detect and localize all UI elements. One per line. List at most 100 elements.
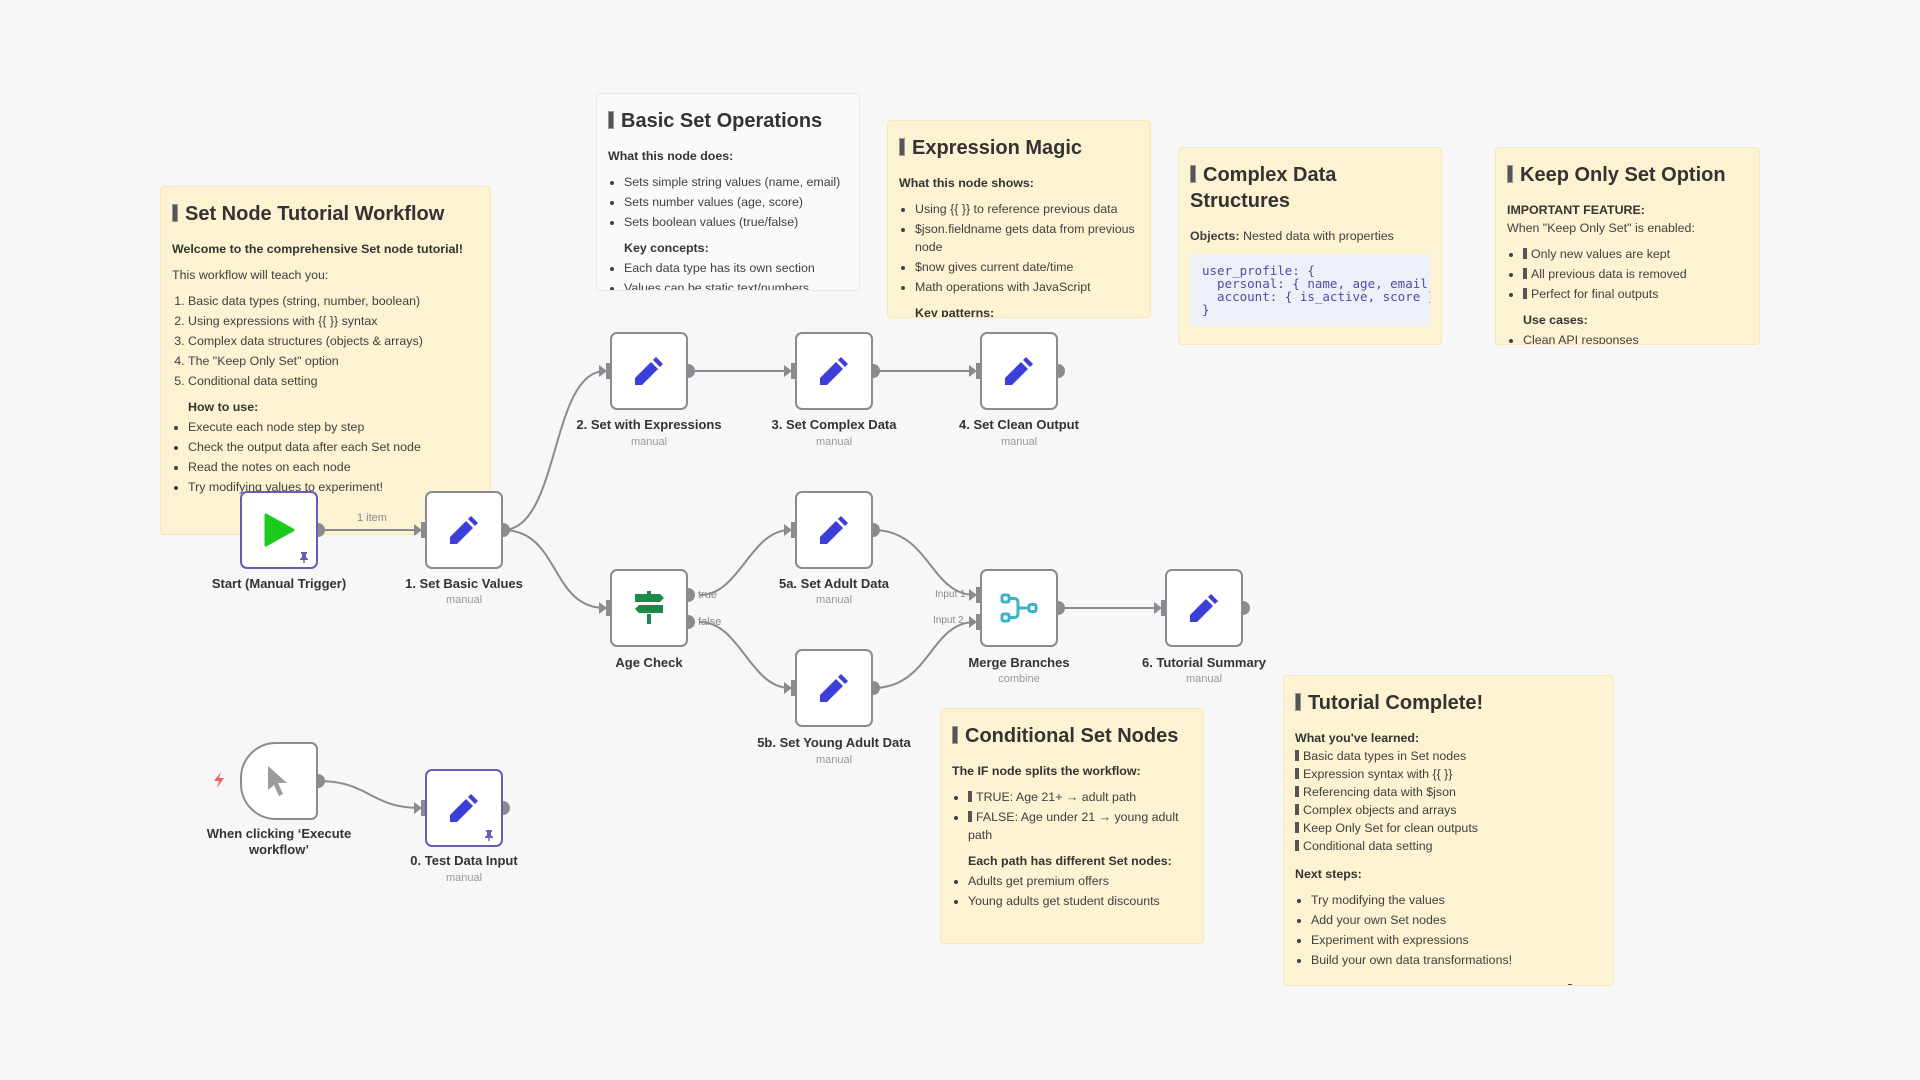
- list-item: Experiment with expressions: [1311, 932, 1602, 950]
- sticky-note-complete[interactable]: Tutorial Complete!What you've learned:Ba…: [1283, 675, 1614, 986]
- list-item: TRUE: Age 21+ → adult path: [968, 789, 1192, 807]
- list-item: Only new values are kept: [1523, 246, 1748, 264]
- node-label: Merge Branches: [968, 655, 1070, 670]
- list-item-text: Adults get premium offers: [968, 873, 1109, 888]
- node-label: When clicking ‘Execute workflow’: [206, 826, 352, 858]
- node-set-adult-data[interactable]: [795, 491, 873, 569]
- node-when-clicking-execute[interactable]: [240, 742, 318, 820]
- sticky-title-text: Tutorial Complete!: [1308, 692, 1484, 714]
- list-item-text: Perfect for final outputs: [1531, 286, 1659, 301]
- list-item: Math operations with JavaScript: [915, 279, 1139, 297]
- sticky-title-text: Set Node Tutorial Workflow: [185, 203, 445, 225]
- merge-input-2-label: Input 2: [933, 615, 964, 626]
- list-item-text: Conditional data setting: [188, 373, 318, 388]
- node-test-data-input[interactable]: [425, 769, 503, 847]
- node-subtitle: manual: [815, 594, 853, 606]
- edge-basic-expr: [502, 370, 606, 531]
- list-item: Perfect for final outputs: [1523, 286, 1748, 304]
- list-item: Keep Only Set for clean outputs: [1295, 820, 1602, 838]
- emoji-glyph-icon: [1295, 785, 1299, 797]
- emoji-glyph-icon: [1295, 839, 1299, 851]
- list-item-text: Young adults get student discounts: [968, 893, 1160, 908]
- list-item: Using expressions with {{ }} syntax: [188, 313, 479, 331]
- list-item: Adults get premium offers: [968, 873, 1192, 891]
- node-set-complex-data[interactable]: [795, 332, 873, 410]
- note-list: Using {{ }} to reference previous data$j…: [915, 201, 1139, 297]
- sticky-title: Expression Magic: [899, 135, 1139, 161]
- play-icon: [264, 513, 295, 547]
- list-item: The "Keep Only Set" option: [188, 353, 479, 371]
- edge-label-true: true: [698, 589, 717, 601]
- list-item: Basic data types (string, number, boolea…: [188, 293, 479, 311]
- note-list: Try modifying the valuesAdd your own Set…: [1311, 892, 1602, 970]
- list-item-text: Conditional data setting: [1303, 838, 1433, 853]
- note-text-value: Nested data with properties: [1239, 229, 1394, 243]
- lightning-icon: [214, 772, 224, 788]
- note-heading: Key concepts:: [624, 240, 709, 255]
- edge-label-false: false: [698, 616, 722, 628]
- list-item-text: Sets simple string values (name, email): [624, 174, 841, 189]
- node-label: 5a. Set Adult Data: [778, 576, 890, 591]
- note-heading: Use cases:: [1523, 312, 1588, 327]
- list-item: Read the notes on each node: [188, 459, 479, 477]
- node-start-manual-trigger[interactable]: [240, 491, 318, 569]
- emoji-glyph-icon: [172, 204, 178, 222]
- emoji-glyph-icon: [1523, 247, 1527, 259]
- node-set-young-adult-data[interactable]: [795, 649, 873, 727]
- edge-trigger-test: [317, 780, 421, 809]
- list-item: Build your own data transformations!: [1311, 952, 1602, 970]
- list-item: Expression syntax with {{ }}: [1295, 766, 1602, 784]
- emoji-glyph-icon: [1523, 267, 1527, 279]
- sticky-title: Basic Set Operations: [608, 108, 848, 134]
- merge-icon: [1000, 593, 1038, 623]
- node-age-check[interactable]: [610, 569, 688, 647]
- note-list: TRUE: Age 21+ → adult pathFALSE: Age und…: [968, 789, 1192, 845]
- pencil-icon: [450, 516, 478, 544]
- list-item: Sets simple string values (name, email): [624, 174, 848, 192]
- list-item-text: Check the output data after each Set nod…: [188, 439, 421, 454]
- list-item: Complex objects and arrays: [1295, 802, 1602, 820]
- emoji-glyph-icon: [1507, 165, 1513, 183]
- list-item-text: Math operations with JavaScript: [915, 279, 1091, 294]
- node-set-clean-output[interactable]: [980, 332, 1058, 410]
- node-subtitle: manual: [1000, 436, 1038, 448]
- sticky-title-text: Keep Only Set Option: [1520, 164, 1726, 186]
- note-list: Clean API responses: [1523, 332, 1748, 344]
- sticky-title-text: Complex Data Structures: [1190, 164, 1337, 212]
- list-item: Complex data structures (objects & array…: [188, 333, 479, 351]
- note-heading: How to use:: [188, 399, 259, 414]
- list-item-text: Each data type has its own section: [624, 260, 815, 275]
- list-item-text: Basic data types (string, number, boolea…: [188, 293, 421, 308]
- emoji-glyph-icon: [1295, 821, 1299, 833]
- list-item-text: Expression syntax with {{ }}: [1303, 766, 1453, 781]
- list-item-text: Only new values are kept: [1531, 246, 1671, 261]
- merge-input-1-label: Input 1: [935, 589, 966, 600]
- node-merge-branches[interactable]: [980, 569, 1058, 647]
- sticky-title-text: Expression Magic: [912, 137, 1083, 159]
- list-item: Young adults get student discounts: [968, 893, 1192, 911]
- node-set-basic-values[interactable]: [425, 491, 503, 569]
- node-subtitle: manual: [815, 436, 853, 448]
- emoji-glyph-icon: [952, 726, 958, 744]
- list-item-text: The "Keep Only Set" option: [188, 353, 339, 368]
- node-tutorial-summary[interactable]: [1165, 569, 1243, 647]
- sticky-title-text: Basic Set Operations: [621, 110, 823, 132]
- list-item-text: Try modifying the values: [1311, 892, 1445, 907]
- node-set-with-expressions[interactable]: [610, 332, 688, 410]
- list-item-text: Using {{ }} to reference previous data: [915, 201, 1118, 216]
- list-item: Try modifying values to experiment!: [188, 479, 479, 497]
- node-subtitle: manual: [445, 594, 483, 606]
- sticky-title-text: Conditional Set Nodes: [965, 725, 1179, 747]
- sticky-title: Conditional Set Nodes: [952, 723, 1192, 749]
- node-label: 5b. Set Young Adult Data: [757, 735, 911, 750]
- list-item: Conditional data setting: [188, 373, 479, 391]
- list-item-text: Complex objects and arrays: [1303, 802, 1457, 817]
- list-item-text: Sets number values (age, score): [624, 194, 804, 209]
